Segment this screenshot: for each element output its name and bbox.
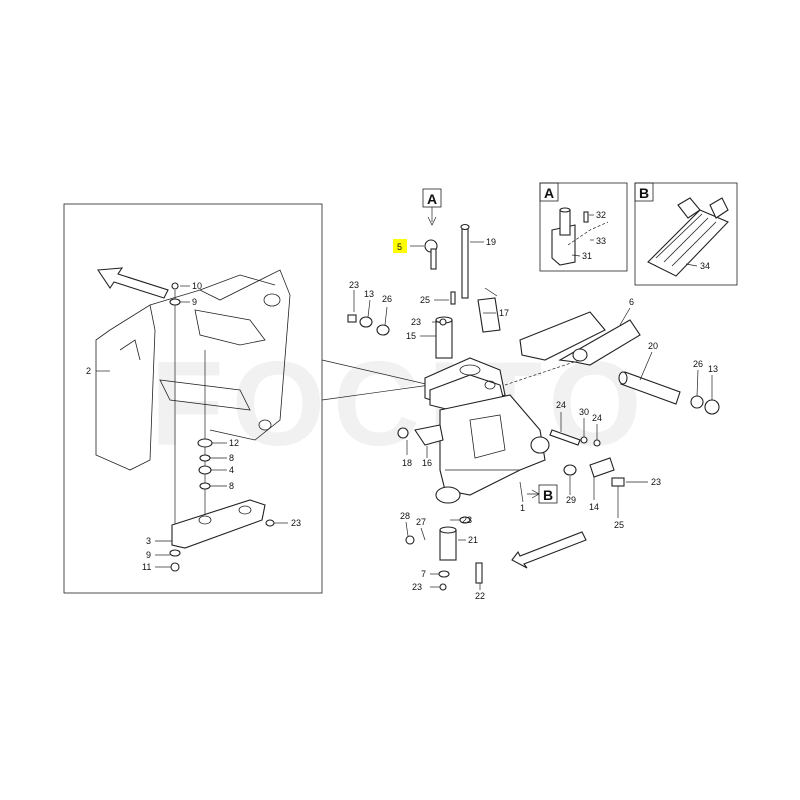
left-inset-labels: 10 9 2 12 8 4 8 3 9 11 23 (86, 281, 301, 572)
part-label: 28 (400, 511, 410, 521)
left-inset-panel (63, 203, 323, 594)
upper-arm (519, 311, 606, 361)
part-label: 4 (229, 465, 234, 475)
part-label: 26 (693, 359, 703, 369)
detail-ref-b-inset: B (639, 185, 649, 201)
part-label-highlighted: 5 (397, 242, 402, 252)
inset-callout-line (321, 359, 431, 386)
part-label: 17 (499, 308, 509, 318)
part-label: 21 (468, 535, 478, 545)
bottom-plate (171, 499, 266, 549)
direction-arrow-icon (511, 531, 587, 569)
detail-ref-a: A (427, 191, 437, 207)
part-label: 30 (579, 407, 589, 417)
detail-a-panel: A 32 33 31 (539, 182, 628, 272)
part-label: 2 (86, 366, 91, 376)
view-arrow-icon (427, 207, 437, 226)
part-label: 12 (229, 438, 239, 448)
part-label: 23 (349, 280, 359, 290)
part-label: 9 (146, 550, 151, 560)
part-label: 25 (614, 520, 624, 530)
part-label: 27 (416, 517, 426, 527)
part-label: 7 (421, 569, 426, 579)
part-label: 23 (651, 477, 661, 487)
detail-b-panel: B 34 (634, 182, 738, 286)
part-label: 22 (475, 591, 485, 601)
part-label: 3 (146, 536, 151, 546)
part-label: 10 (192, 281, 202, 291)
part-label: 23 (462, 515, 472, 525)
part-label: 26 (382, 294, 392, 304)
part-label: 1 (520, 503, 525, 513)
part-label: 6 (629, 297, 634, 307)
watermark-text: FOCITO (150, 337, 649, 471)
main-assembly (347, 188, 720, 591)
part-label: 13 (708, 364, 718, 374)
part-label: 33 (596, 236, 606, 246)
part-label: 9 (192, 297, 197, 307)
highlight-part-5 (393, 239, 407, 253)
part-label: 13 (364, 289, 374, 299)
part-label: 31 (582, 251, 592, 261)
part-label: 11 (142, 562, 151, 572)
detail-ref-a-inset: A (544, 185, 554, 201)
direction-arrow-icon (97, 267, 169, 299)
part-label: 19 (486, 237, 496, 247)
part-label: 20 (648, 341, 658, 351)
part-label: 32 (596, 210, 606, 220)
part-label: 24 (556, 400, 566, 410)
part-label: 14 (589, 502, 599, 512)
part-label: 24 (592, 413, 602, 423)
part-label: 8 (229, 481, 234, 491)
detail-ref-b: B (543, 487, 553, 503)
main-labels: A B 5 19 23 13 26 25 17 23 15 6 20 26 13… (349, 191, 718, 601)
part-label: 16 (422, 458, 432, 468)
part-label: 23 (291, 518, 301, 528)
part-label: 34 (700, 261, 710, 271)
part-label: 23 (412, 582, 422, 592)
part-label: 29 (566, 495, 576, 505)
part-label: 25 (420, 295, 430, 305)
part-label: 18 (402, 458, 412, 468)
part-label: 23 (411, 317, 421, 327)
frame-outline (95, 304, 156, 471)
part-label: 15 (406, 331, 416, 341)
part-label: 8 (229, 453, 234, 463)
